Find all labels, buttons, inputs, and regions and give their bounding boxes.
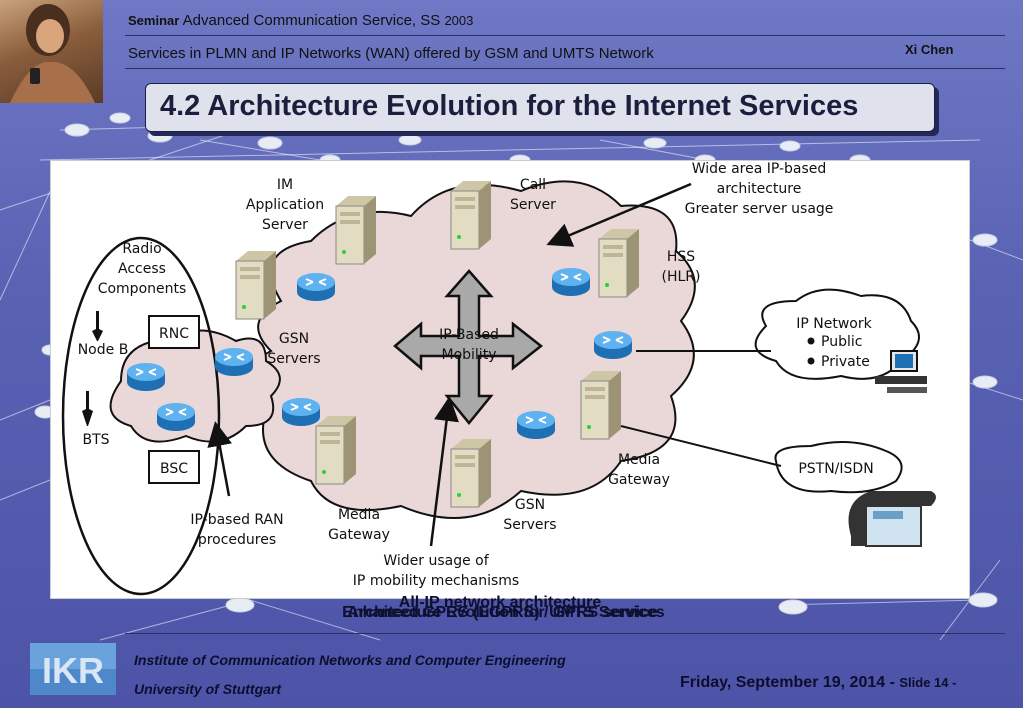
server-icon xyxy=(580,370,622,440)
radio-access-ellipse xyxy=(61,236,221,596)
caption-all-ip: All-IP network architecture xyxy=(398,594,602,611)
public-label: Public xyxy=(821,334,862,350)
seminar-line: Seminar Advanced Communication Service, … xyxy=(128,12,473,29)
seminar-year: 2003 xyxy=(444,13,474,28)
slide-title-box: 4.2 Architecture Evolution for the Inter… xyxy=(145,83,935,132)
router-icon xyxy=(156,402,196,432)
router-icon xyxy=(126,362,166,392)
logo-text: IKR xyxy=(42,650,104,691)
pstn-label: PSTN/ISDN xyxy=(798,461,873,477)
caption-egprs: Enhanced GPRS (EGPRS) / GPRS service xyxy=(342,604,658,621)
four-way-arrow-icon xyxy=(393,269,544,425)
private-label: Private xyxy=(821,354,870,370)
bts-label: BTS xyxy=(82,432,109,448)
rnc-label: RNC xyxy=(159,326,189,342)
slide-number: Slide 14 - xyxy=(899,675,957,690)
caption-umts: Architecture Evolution for UMTS Services xyxy=(347,604,665,621)
hss-label: HSS(HLR) xyxy=(662,249,701,285)
node-b-antenna-icon xyxy=(92,311,103,341)
caption-group: All-IP network architecture Enhanced GPR… xyxy=(240,594,760,628)
author-name: Xi Chen xyxy=(905,42,954,57)
date-text: Friday, September 19, 2014 - xyxy=(680,674,895,691)
slide-date: Friday, September 19, 2014 - Slide 14 - xyxy=(680,674,956,692)
router-icon xyxy=(551,267,591,297)
router-icon xyxy=(296,272,336,302)
seminar-course: Advanced Communication Service, SS xyxy=(182,12,441,29)
server-icon xyxy=(235,250,277,320)
institute-name: Institute of Communication Networks and … xyxy=(134,652,566,668)
ip-network-cloud xyxy=(754,288,920,380)
pstn-cloud xyxy=(774,441,903,494)
ip-network-label: IP Network xyxy=(796,316,872,332)
server-icon xyxy=(598,228,640,298)
header-photo xyxy=(0,0,103,103)
header-divider-bottom xyxy=(125,68,1005,69)
services-line: Services in PLMN and IP Networks (WAN) o… xyxy=(128,45,654,62)
server-icon xyxy=(450,438,492,508)
ikr-logo: IKR xyxy=(30,643,116,695)
bsc-label: BSC xyxy=(160,461,188,477)
telephone-icon xyxy=(848,491,936,547)
node-b-label: Node B xyxy=(78,342,129,358)
router-icon xyxy=(214,347,254,377)
server-icon xyxy=(335,195,377,265)
router-icon xyxy=(593,330,633,360)
server-icon xyxy=(450,180,492,250)
server-icon xyxy=(315,415,357,485)
university-name: University of Stuttgart xyxy=(134,681,282,697)
slide-title: 4.2 Architecture Evolution for the Inter… xyxy=(160,90,859,122)
router-icon xyxy=(516,410,556,440)
header-divider-top xyxy=(125,35,1005,36)
computer-icon xyxy=(875,350,927,393)
footer-divider xyxy=(125,633,1005,634)
seminar-label: Seminar xyxy=(128,13,180,28)
bts-antenna-icon xyxy=(82,391,93,426)
router-icon xyxy=(281,397,321,427)
